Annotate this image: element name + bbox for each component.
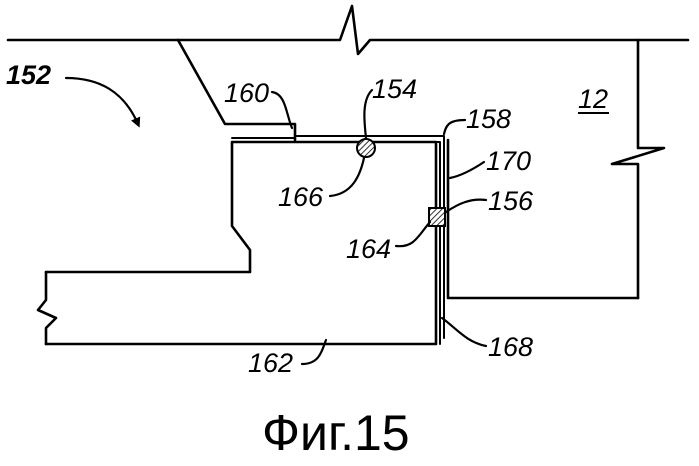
label-152: 152	[6, 60, 51, 90]
label-166: 166	[278, 182, 324, 212]
seal-154-circle	[357, 139, 375, 157]
leader-156	[446, 200, 486, 212]
leader-158	[444, 120, 465, 134]
label-170: 170	[486, 146, 531, 176]
arrow-152	[66, 78, 138, 124]
label-162: 162	[248, 348, 293, 378]
housing-outline	[448, 140, 638, 298]
leader-154	[364, 90, 372, 138]
leader-166	[330, 158, 364, 196]
seal-158-layer	[232, 138, 440, 344]
leader-164	[396, 222, 430, 246]
top-boundary-line	[8, 6, 688, 54]
label-154: 154	[372, 74, 417, 104]
right-break-line	[612, 40, 664, 298]
leader-170	[450, 162, 484, 178]
label-168: 168	[488, 332, 533, 362]
label-158: 158	[466, 104, 511, 134]
label-156: 156	[488, 186, 534, 216]
label-12: 12	[578, 84, 608, 114]
leader-168	[442, 318, 486, 346]
label-164: 164	[346, 234, 391, 264]
leader-160	[272, 92, 292, 128]
seal-156-square	[429, 208, 445, 226]
left-break-symbol	[38, 272, 56, 344]
label-160: 160	[224, 78, 269, 108]
figure-caption: Фиг.15	[262, 405, 410, 461]
